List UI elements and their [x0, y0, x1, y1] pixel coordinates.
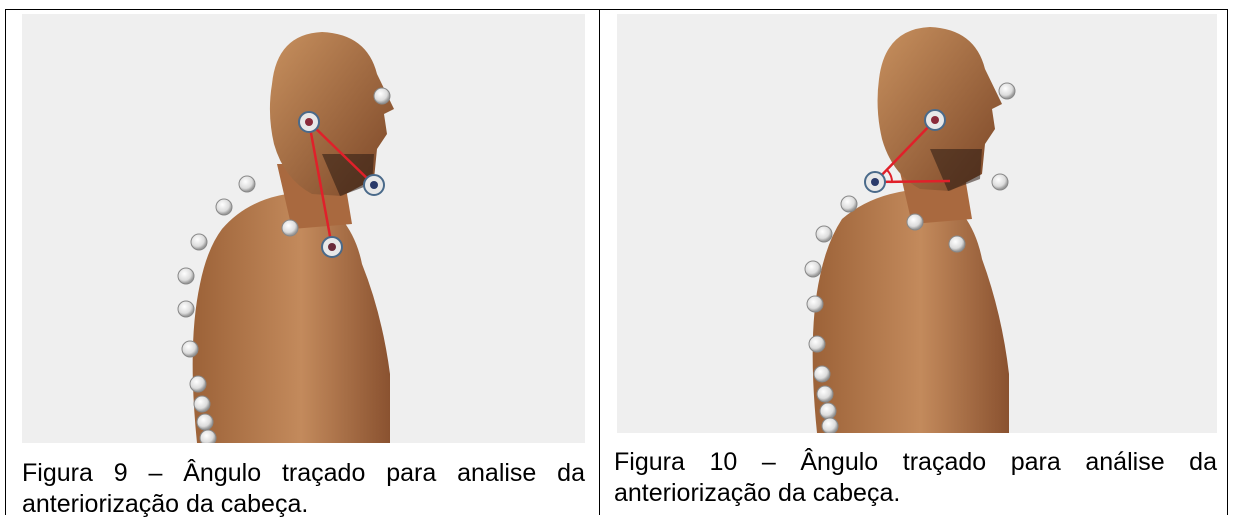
figure-10-caption-line2: anteriorização da cabeça. [614, 479, 901, 507]
selected-markers [864, 109, 946, 193]
figure-10-image [617, 14, 1217, 433]
beard-shadow [322, 154, 374, 196]
beard-shadow [930, 149, 982, 191]
table-border-right [1227, 9, 1228, 515]
figure-10-caption: Figura 10 – Ângulo traçado para análise … [614, 447, 1217, 509]
table-border-top [5, 9, 1228, 10]
table-border-left [5, 9, 6, 515]
table-border-middle [599, 9, 600, 515]
angle-lines [307, 121, 375, 248]
figure-9-caption-line1: Figura 9 – Ângulo traçado para analise d… [22, 459, 585, 487]
torso [192, 192, 390, 443]
angle-lines [874, 119, 951, 184]
spine-markers [804, 82, 1016, 433]
selected-markers [298, 111, 385, 258]
spine-markers [177, 87, 391, 443]
figure-10-caption-line1: Figura 10 – Ângulo traçado para análise … [614, 448, 1217, 476]
figure-9-caption: Figura 9 – Ângulo traçado para analise d… [22, 458, 585, 520]
figure-9-image [22, 14, 585, 443]
figure-9-caption-line2: anteriorização da cabeça. [22, 490, 309, 518]
